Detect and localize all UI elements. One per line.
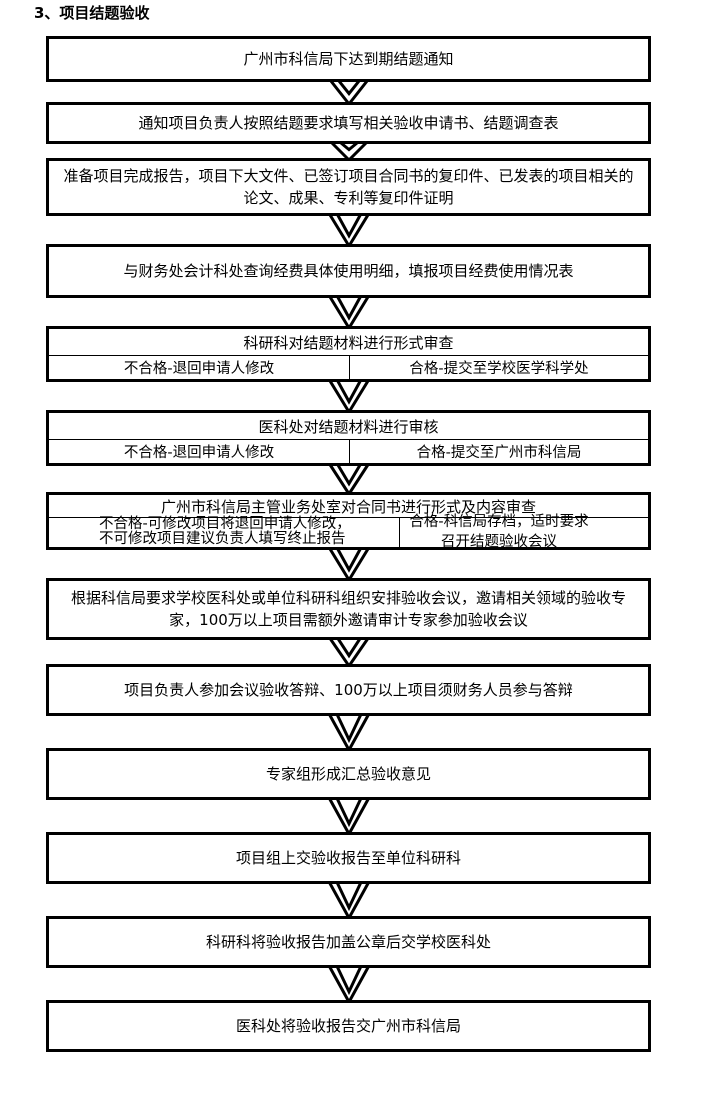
step-text: 项目负责人参加会议验收答辩、100万以上项目须财务人员参与答辩	[124, 681, 573, 699]
review-fail: 不合格-退回申请人修改	[49, 439, 350, 463]
section-heading: 3、项目结题验收	[34, 4, 150, 22]
review-fail: 不合格-退回申请人修改	[49, 355, 350, 379]
step-stamp-report: 科研科将验收报告加盖公章后交学校医科处	[46, 916, 651, 968]
step-text: 广州市科信局下达到期结题通知	[243, 50, 454, 68]
review-research-section: 科研科对结题材料进行形式审查 不合格-退回申请人修改 合格-提交至学校医学科学处	[46, 326, 651, 382]
step-notice: 广州市科信局下达到期结题通知	[46, 36, 651, 82]
step-prepare-report: 准备项目完成报告，项目下大文件、已签订项目合同书的复印件、已发表的项目相关的论文…	[46, 158, 651, 216]
down-arrow	[325, 709, 373, 754]
step-submit-report: 项目组上交验收报告至单位科研科	[46, 832, 651, 884]
step-text: 科研科将验收报告加盖公章后交学校医科处	[205, 933, 491, 951]
review-title: 广州市科信局主管业务处室对合同书进行形式及内容审查	[49, 495, 648, 518]
review-title: 科研科对结题材料进行形式审查	[49, 329, 648, 356]
review-title: 医科处对结题材料进行审核	[49, 413, 648, 440]
step-defense: 项目负责人参加会议验收答辩、100万以上项目须财务人员参与答辩	[46, 664, 651, 716]
review-pass: 合格-提交至学校医学科学处	[409, 360, 589, 377]
review-pass: 合格-提交至广州市科信局	[416, 444, 582, 461]
review-pass: 合格-科信局存档，适时要求 召开结题验收会议	[350, 514, 648, 550]
step-fill-application: 通知项目负责人按照结题要求填写相关验收申请书、结题调查表	[46, 102, 651, 144]
step-finance-query: 与财务处会计科处查询经费具体使用明细，填报项目经费使用情况表	[46, 244, 651, 298]
step-text: 与财务处会计科处查询经费具体使用明细，填报项目经费使用情况表	[123, 262, 574, 280]
review-fail: 不合格-可修改项目将退回申请人修改， 不可修改项目建议负责人填写终止报告	[49, 517, 400, 547]
review-science-bureau: 广州市科信局主管业务处室对合同书进行形式及内容审查 不合格-可修改项目将退回申请…	[46, 492, 651, 550]
step-acceptance-meeting: 根据科信局要求学校医科处或单位科研科组织安排验收会议，邀请相关领域的验收专家，1…	[46, 578, 651, 640]
review-pass-line: 合格-科信局存档，适时要求	[409, 514, 589, 530]
step-final-submit: 医科处将验收报告交广州市科信局	[46, 1000, 651, 1052]
step-text: 通知项目负责人按照结题要求填写相关验收申请书、结题调查表	[138, 114, 559, 132]
step-text: 根据科信局要求学校医科处或单位科研科组织安排验收会议，邀请相关领域的验收专家，1…	[70, 589, 626, 629]
review-fail-line: 不合格-可修改项目将退回申请人修改，	[99, 516, 351, 532]
review-pass-line: 召开结题验收会议	[441, 534, 557, 550]
down-arrow	[325, 877, 373, 922]
review-medical-office: 医科处对结题材料进行审核 不合格-退回申请人修改 合格-提交至广州市科信局	[46, 410, 651, 466]
down-arrow	[325, 961, 373, 1006]
step-text: 医科处将验收报告交广州市科信局	[235, 1017, 461, 1035]
review-fail-line: 不可修改项目建议负责人填写终止报告	[99, 531, 346, 547]
step-expert-opinion: 专家组形成汇总验收意见	[46, 748, 651, 800]
step-text: 准备项目完成报告，项目下大文件、已签订项目合同书的复印件、已发表的项目相关的论文…	[63, 167, 634, 207]
step-text: 项目组上交验收报告至单位科研科	[235, 849, 461, 867]
down-arrow	[325, 793, 373, 838]
step-text: 专家组形成汇总验收意见	[265, 765, 431, 783]
